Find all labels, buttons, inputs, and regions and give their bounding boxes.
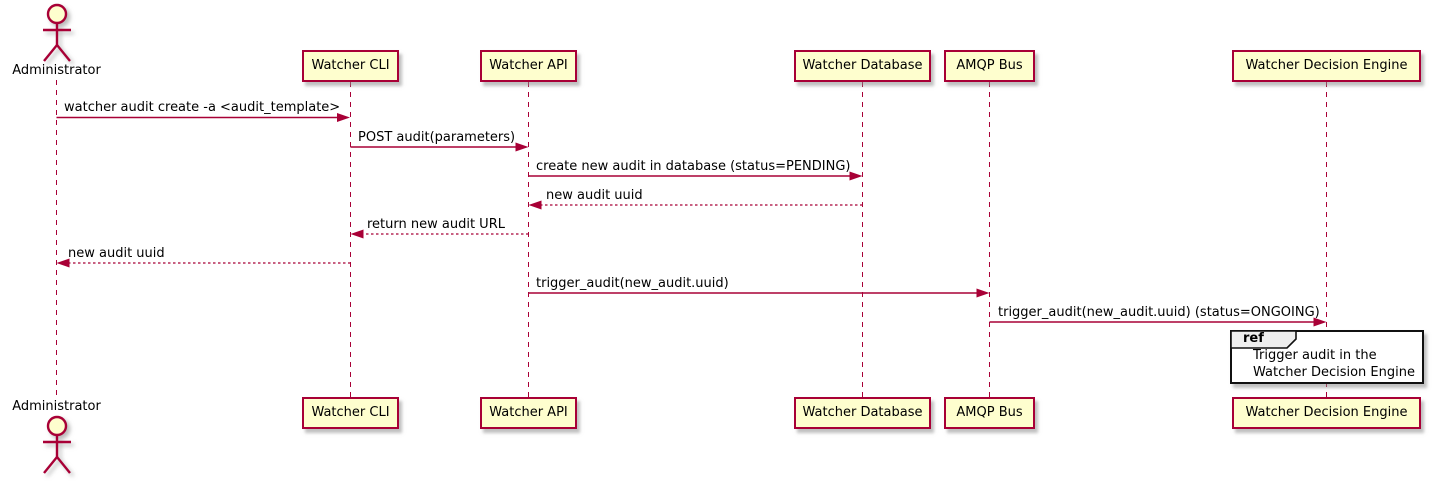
participant-amqp-bus-bottom: AMQP Bus (944, 397, 1035, 429)
arrow-message-6 (56, 258, 351, 268)
arrow-message-8 (989, 317, 1327, 327)
actor-icon-bottom (43, 415, 71, 474)
arrow-message-7 (528, 288, 990, 298)
message-arrows (56, 113, 1327, 327)
ref-text-line2: Watcher Decision Engine (1253, 365, 1415, 380)
arrow-message-4 (528, 200, 863, 210)
message-label-5: return new audit URL (367, 217, 505, 232)
arrow-message-3 (528, 171, 863, 181)
participant-watcher-database-top: Watcher Database (794, 50, 931, 82)
message-label-8: trigger_audit(new_audit.uuid) (status=ON… (998, 305, 1320, 320)
arrow-message-2 (350, 142, 529, 152)
lifelines (56, 80, 1327, 398)
message-label-3: create new audit in database (status=PEN… (536, 159, 851, 174)
participant-watcher-api-top: Watcher API (480, 50, 577, 82)
ref-keyword: ref (1243, 331, 1264, 346)
ref-fragment: ref Trigger audit in the Watcher Decisio… (1230, 330, 1424, 384)
participant-watcher-decision-engine-bottom: Watcher Decision Engine (1232, 397, 1421, 429)
message-label-6: new audit uuid (68, 246, 165, 261)
ref-text-line1: Trigger audit in the (1253, 348, 1377, 363)
participant-watcher-api-bottom: Watcher API (480, 397, 577, 429)
message-label-2: POST audit(parameters) (358, 130, 516, 145)
message-label-1: watcher audit create -a <audit_template> (64, 100, 341, 115)
arrow-message-5 (350, 229, 529, 239)
participant-watcher-database-bottom: Watcher Database (794, 397, 931, 429)
message-label-7: trigger_audit(new_audit.uuid) (536, 276, 729, 291)
arrow-message-1 (56, 113, 350, 122)
actor-icon-top (43, 3, 71, 62)
actor-label-top: Administrator (12, 63, 101, 78)
ref-tab-shape (1230, 330, 1297, 349)
message-label-4: new audit uuid (546, 188, 643, 203)
participant-watcher-cli-bottom: Watcher CLI (302, 397, 399, 429)
ref-text: Trigger audit in the Watcher Decision En… (1253, 347, 1415, 381)
participant-amqp-bus-top: AMQP Bus (944, 50, 1035, 82)
participant-watcher-cli-top: Watcher CLI (302, 50, 399, 82)
actor-label-bottom: Administrator (12, 399, 101, 414)
participant-watcher-decision-engine-top: Watcher Decision Engine (1232, 50, 1421, 82)
